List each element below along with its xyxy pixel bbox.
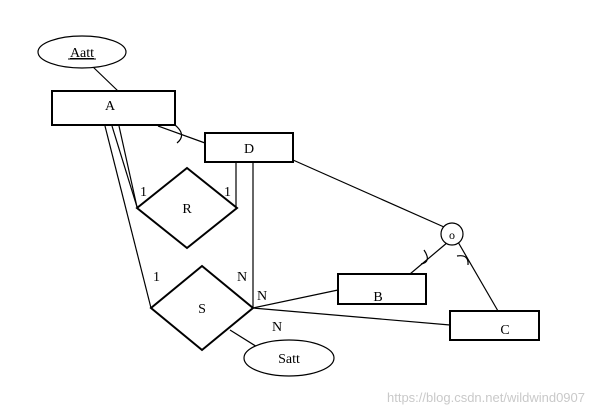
subset-arc-circle-b bbox=[420, 249, 428, 265]
cardinality-labels: 1 1 1 N N N bbox=[140, 185, 282, 335]
specialization-symbol: o bbox=[449, 228, 455, 242]
cardinality-s-a: 1 bbox=[153, 270, 160, 285]
entity-a: A bbox=[51, 90, 176, 126]
relationship-r-label: R bbox=[182, 202, 192, 217]
line-s-b bbox=[252, 289, 339, 309]
entity-b: B bbox=[337, 273, 427, 305]
entity-d-label: D bbox=[244, 142, 254, 157]
connection-lines bbox=[91, 65, 499, 351]
entity-b-label: B bbox=[373, 290, 382, 305]
cardinality-s-b: N bbox=[257, 289, 267, 304]
line-aatt-a bbox=[91, 65, 119, 92]
subset-arcs bbox=[174, 124, 469, 266]
line-circle-b bbox=[409, 241, 449, 275]
cardinality-r-a: 1 bbox=[140, 185, 147, 200]
subset-arc-a-d bbox=[174, 124, 183, 144]
cardinality-r-d: 1 bbox=[224, 185, 231, 200]
cardinality-s-d: N bbox=[237, 270, 247, 285]
line-a-r-left bbox=[111, 125, 138, 208]
entity-d: D bbox=[204, 132, 294, 163]
entity-c: C bbox=[449, 310, 540, 341]
relationship-r: R bbox=[135, 166, 239, 250]
line-a-s bbox=[104, 125, 152, 309]
relationship-s-label: S bbox=[198, 302, 206, 317]
watermark: https://blog.csdn.net/wildwind0907 bbox=[387, 390, 585, 405]
cardinality-s-c: N bbox=[272, 320, 282, 335]
line-circle-c bbox=[457, 241, 499, 312]
line-d-circle bbox=[292, 159, 445, 228]
entity-a-label: A bbox=[105, 99, 116, 114]
entity-c-label: C bbox=[500, 323, 509, 338]
relationship-s: S bbox=[149, 264, 255, 352]
line-a-r-right bbox=[118, 125, 138, 208]
attribute-satt: Satt bbox=[243, 339, 335, 377]
line-s-c bbox=[252, 307, 451, 326]
attribute-aatt: Aatt bbox=[37, 35, 127, 69]
attribute-aatt-label: Aatt bbox=[70, 46, 94, 61]
subset-arc-circle-c bbox=[456, 255, 469, 266]
specialization-circle: o bbox=[440, 222, 464, 246]
attribute-satt-label: Satt bbox=[278, 352, 300, 367]
